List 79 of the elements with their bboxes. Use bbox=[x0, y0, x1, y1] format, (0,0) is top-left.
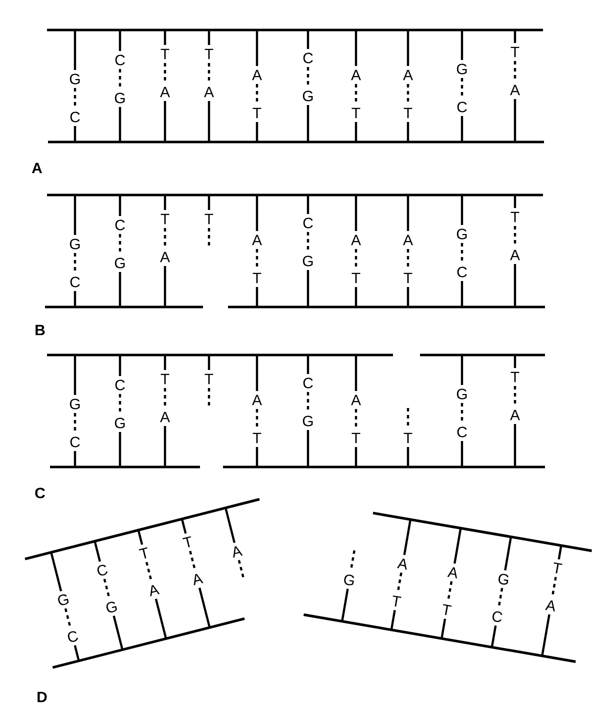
base-letter: G bbox=[70, 398, 80, 410]
base-letter: T bbox=[352, 432, 360, 444]
base-letter: A bbox=[160, 252, 170, 262]
base-letter: T bbox=[204, 48, 214, 60]
base-letter: T bbox=[182, 536, 192, 548]
base-letter: T bbox=[510, 46, 520, 58]
base-letter: T bbox=[443, 604, 452, 616]
base-letter: C bbox=[70, 436, 80, 448]
base-letter: A bbox=[351, 394, 361, 406]
base-letter: A bbox=[160, 86, 170, 98]
base-letter: A bbox=[252, 394, 262, 406]
base-letter: G bbox=[114, 92, 125, 104]
base-letter: G bbox=[106, 602, 117, 612]
base-letter: G bbox=[302, 256, 313, 266]
base-letter: A bbox=[194, 574, 204, 586]
base-letter: T bbox=[160, 214, 170, 224]
base-letter: A bbox=[351, 70, 361, 80]
base-letter: T bbox=[160, 48, 170, 60]
base-letter: A bbox=[204, 86, 214, 98]
base-letter: C bbox=[303, 218, 313, 228]
base-letter: A bbox=[233, 546, 243, 558]
base-letter: C bbox=[303, 378, 313, 388]
base-letter: G bbox=[344, 574, 354, 586]
base-letter: T bbox=[252, 272, 262, 284]
base-letter: G bbox=[498, 574, 509, 585]
base-letter: T bbox=[404, 432, 412, 444]
panel-label: B bbox=[36, 324, 45, 336]
base-letter: G bbox=[58, 594, 69, 606]
base-letter: C bbox=[457, 426, 467, 438]
base-letter: C bbox=[70, 112, 80, 122]
base-letter: G bbox=[114, 418, 125, 428]
base-letter: T bbox=[160, 374, 170, 384]
base-letter: A bbox=[545, 600, 555, 612]
base-letter: G bbox=[302, 416, 313, 426]
base-letter: C bbox=[303, 52, 313, 64]
base-letter: G bbox=[456, 228, 467, 240]
base-letter: A bbox=[150, 584, 160, 596]
base-letter: G bbox=[70, 238, 80, 250]
base-letter: T bbox=[252, 432, 262, 444]
base-letter: A bbox=[510, 250, 520, 260]
base-letter: C bbox=[97, 564, 108, 576]
base-letter: A bbox=[397, 558, 407, 570]
base-letter: A bbox=[403, 70, 413, 80]
base-letter: G bbox=[456, 388, 467, 400]
base-letter: T bbox=[138, 547, 148, 559]
base-letter: T bbox=[352, 108, 360, 118]
base-letter: A bbox=[252, 70, 262, 80]
base-letter: C bbox=[68, 631, 78, 642]
panel-label: D bbox=[38, 692, 47, 702]
base-letter: G bbox=[114, 258, 125, 268]
base-letter: T bbox=[392, 595, 402, 606]
base-letter: C bbox=[492, 611, 502, 622]
base-letter: C bbox=[457, 102, 467, 112]
panel-label: C bbox=[35, 488, 45, 498]
base-letter: G bbox=[456, 64, 467, 74]
base-letter: T bbox=[204, 374, 214, 384]
base-letter: T bbox=[404, 108, 412, 118]
base-letter: A bbox=[510, 84, 520, 96]
base-letter: T bbox=[352, 272, 360, 284]
base-letter: T bbox=[252, 108, 262, 118]
base-letter: C bbox=[115, 220, 125, 230]
panel-label: A bbox=[32, 162, 42, 174]
base-letter: A bbox=[351, 234, 361, 246]
base-letter: T bbox=[554, 562, 562, 574]
base-letter: C bbox=[115, 54, 125, 66]
base-letter: C bbox=[115, 380, 125, 390]
base-letter: T bbox=[204, 214, 214, 224]
base-letter: C bbox=[457, 266, 467, 278]
base-letter: A bbox=[252, 234, 262, 246]
base-letter: G bbox=[302, 90, 313, 102]
base-letter: T bbox=[510, 212, 520, 222]
base-letter: A bbox=[160, 412, 170, 422]
base-letter: G bbox=[70, 74, 80, 84]
base-letter: A bbox=[510, 410, 520, 420]
base-letter: A bbox=[403, 234, 413, 246]
base-letter: C bbox=[70, 276, 80, 288]
base-letter: T bbox=[510, 372, 520, 382]
base-letter: A bbox=[447, 567, 458, 578]
base-letter: T bbox=[404, 272, 412, 284]
